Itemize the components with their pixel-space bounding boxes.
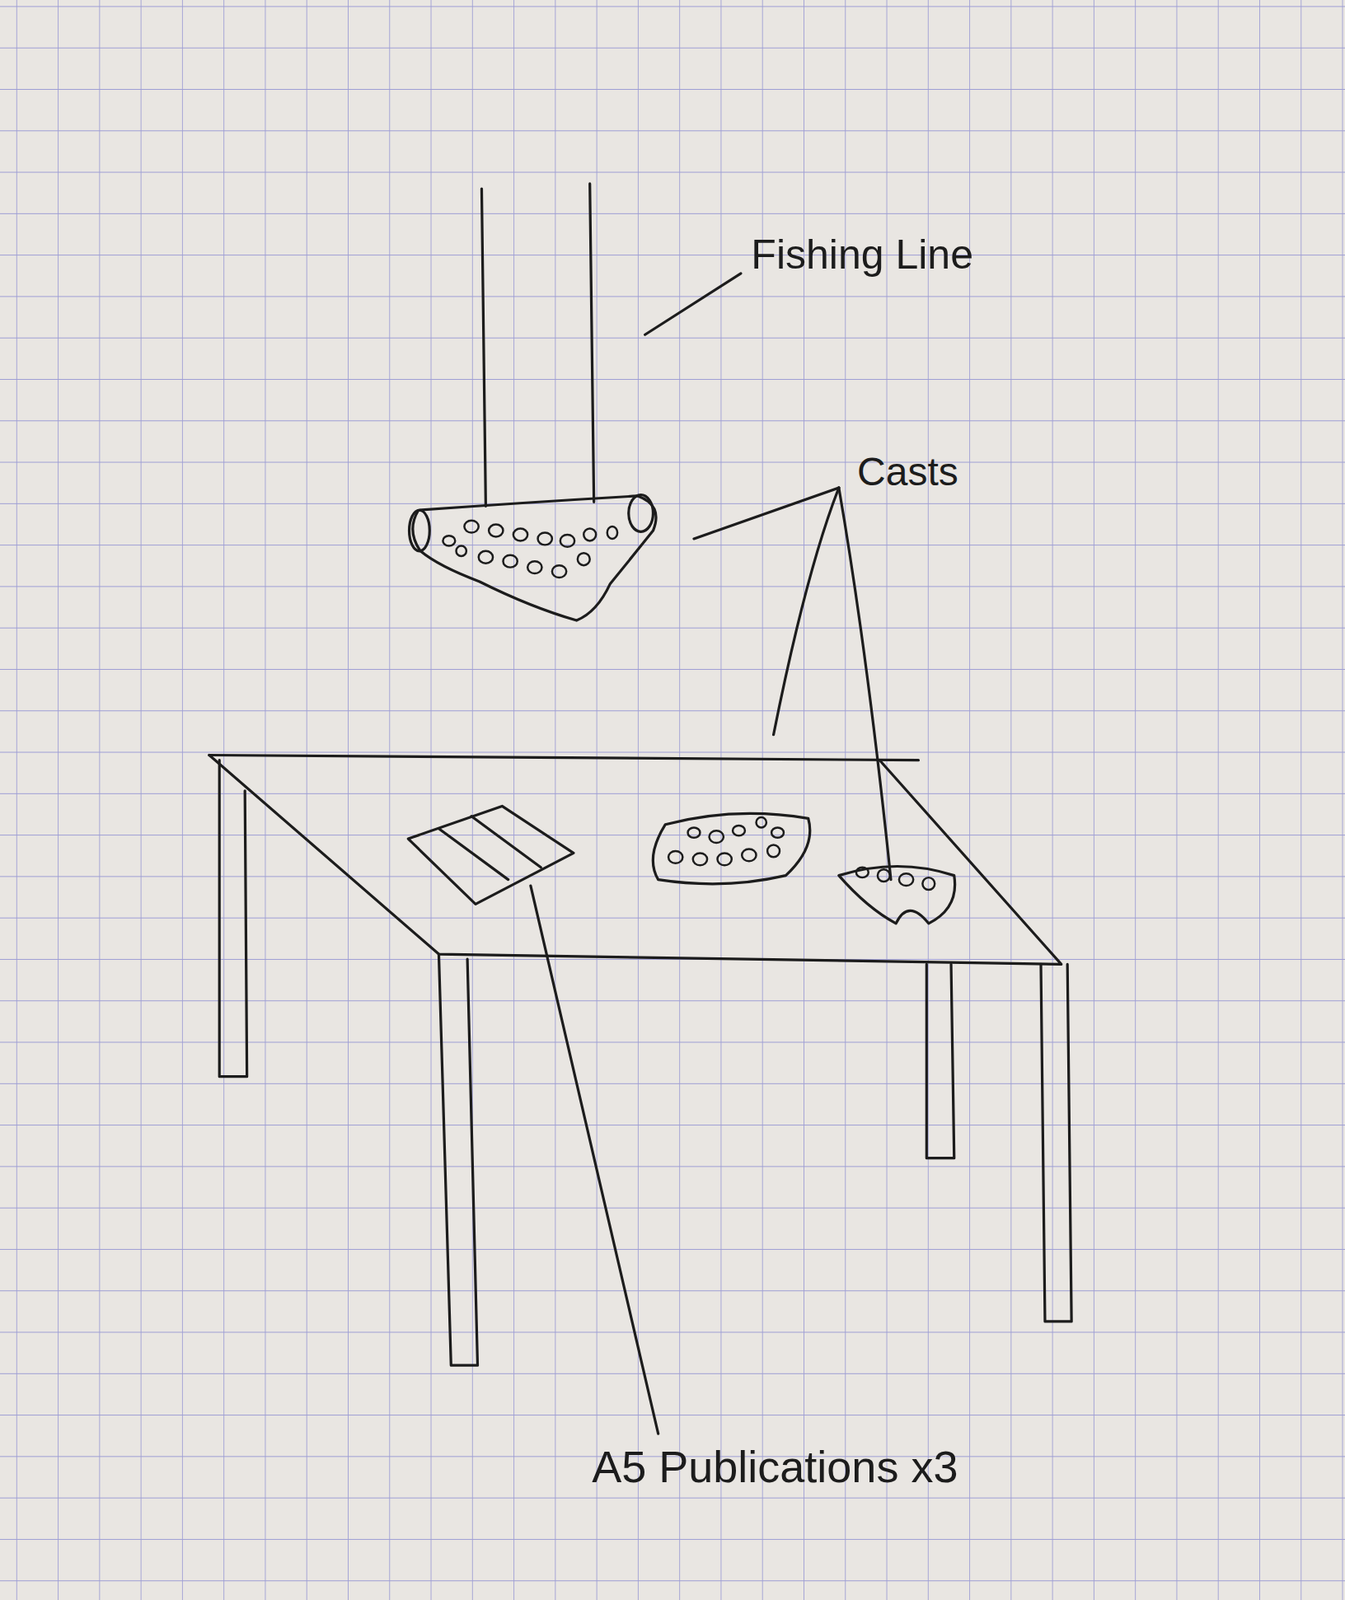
table	[209, 755, 1072, 1367]
table-cast	[838, 866, 956, 924]
leader-line-hidden	[530, 885, 603, 1435]
fishing-line	[481, 188, 486, 507]
a5-publications	[407, 806, 574, 905]
hanging-cast	[409, 495, 657, 621]
callout-label: A5 Publications x3	[591, 1443, 958, 1492]
leader-line	[645, 273, 741, 335]
callout-label: Fishing Line	[750, 232, 974, 278]
callout-label: Casts	[857, 450, 959, 495]
leader-line	[838, 487, 891, 881]
fishing-line	[590, 183, 595, 502]
leader-line	[530, 885, 659, 1435]
leader-line	[773, 487, 839, 736]
table-cast	[652, 813, 810, 884]
leader-line	[693, 487, 839, 539]
